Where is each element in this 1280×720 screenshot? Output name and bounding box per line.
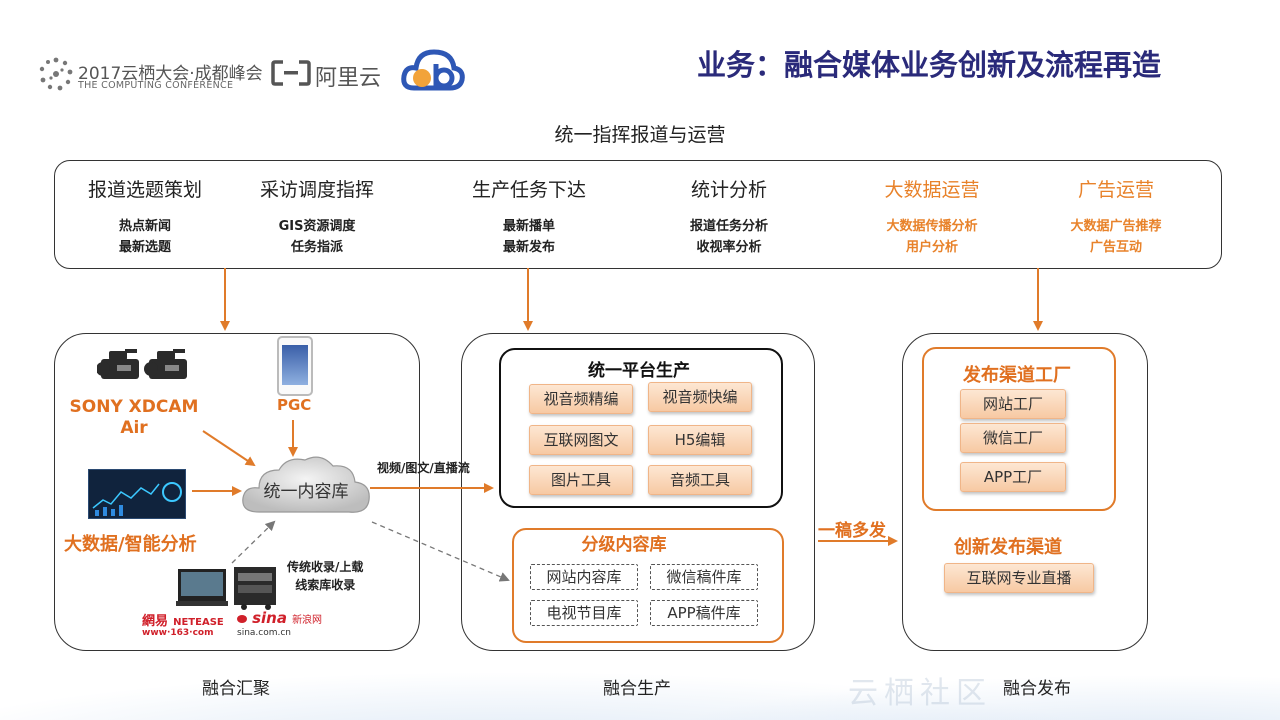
factory-title: 发布渠道工厂 bbox=[963, 365, 1071, 386]
column-title: 广告运营 bbox=[1077, 179, 1154, 201]
column-bigdata: 大数据运营 大数据传播分析 用户分析 bbox=[842, 175, 1022, 258]
conference-subtitle: THE COMPUTING CONFERENCE bbox=[78, 80, 234, 91]
column-line: 广告互动 bbox=[1089, 240, 1142, 255]
phone-screen bbox=[282, 345, 308, 385]
column-line: 大数据广告推荐 bbox=[1070, 219, 1162, 234]
bigdata-label: 大数据/智能分析 bbox=[64, 534, 197, 555]
dots-icon bbox=[39, 57, 73, 91]
column-line: 最新播单 bbox=[502, 219, 555, 234]
sina-url: sina.com.cn bbox=[237, 628, 292, 638]
brand-logo bbox=[400, 44, 466, 98]
conference-logo bbox=[38, 56, 74, 92]
column-title: 报道选题策划 bbox=[87, 179, 202, 201]
aggregation-footer: 融合汇聚 bbox=[202, 679, 270, 699]
multi-publish-label: 一稿多发 bbox=[818, 521, 886, 541]
library-item: APP稿件库 bbox=[650, 600, 758, 626]
column-line: 任务指派 bbox=[290, 240, 343, 255]
library-item: 电视节目库 bbox=[530, 600, 638, 626]
column-title: 统计分析 bbox=[690, 179, 767, 201]
library-item: 微信稿件库 bbox=[650, 564, 758, 590]
cloud-brand-icon bbox=[401, 49, 465, 91]
cloud-label: 统一内容库 bbox=[263, 482, 349, 502]
platform-item: 音频工具 bbox=[648, 465, 752, 495]
sony-line: Air bbox=[120, 418, 148, 438]
column-line: 用户分析 bbox=[905, 240, 958, 255]
netease-en: NETEASE bbox=[173, 617, 224, 628]
factory-item: APP工厂 bbox=[960, 462, 1066, 492]
sina-logo: sina 新浪网 sina.com.cn bbox=[237, 609, 323, 639]
arrow-sony-to-cloud bbox=[202, 430, 256, 467]
column-production: 生产任务下达 最新播单 最新发布 bbox=[439, 175, 619, 258]
column-statistics: 统计分析 报道任务分析 收视率分析 bbox=[639, 175, 819, 258]
command-panel: 报道选题策划 热点新闻 最新选题 采访调度指挥 GIS资源调度 任务指派 生产任… bbox=[54, 160, 1222, 269]
publishing-footer: 融合发布 bbox=[1003, 679, 1071, 699]
column-title: 采访调度指挥 bbox=[259, 179, 374, 201]
sina-eye-icon bbox=[237, 615, 247, 623]
column-line: 最新选题 bbox=[118, 240, 171, 255]
column-line: 收视率分析 bbox=[696, 240, 762, 255]
video-camera-icon bbox=[96, 349, 187, 379]
flow-label: 视频/图文/直播流 bbox=[377, 461, 470, 475]
cloud-icon bbox=[242, 456, 370, 513]
platform-item: 图片工具 bbox=[529, 465, 633, 495]
page-title: 业务：融合媒体业务创新及流程再造 bbox=[697, 48, 1162, 82]
netease-cn: 網易 bbox=[142, 614, 169, 629]
factory-item: 网站工厂 bbox=[960, 389, 1066, 419]
innovation-item: 互联网专业直播 bbox=[944, 563, 1094, 593]
equipment-icon bbox=[176, 567, 276, 610]
platform-item: 视音频快编 bbox=[648, 382, 752, 412]
production-footer: 融合生产 bbox=[603, 679, 671, 699]
column-line: 最新发布 bbox=[502, 240, 555, 255]
traditional-label: 传统收录/上载 线索库收录 bbox=[287, 558, 363, 594]
sony-line: SONY XDCAM bbox=[69, 397, 199, 417]
factory-item: 微信工厂 bbox=[960, 423, 1066, 453]
aliyun-logo bbox=[271, 59, 311, 91]
platform-title: 统一平台生产 bbox=[588, 361, 690, 381]
content-cloud: 统一内容库 bbox=[237, 450, 375, 526]
command-title: 统一指挥报道与运营 bbox=[554, 124, 726, 146]
column-line: 热点新闻 bbox=[118, 219, 171, 234]
library-item: 网站内容库 bbox=[530, 564, 638, 590]
platform-item: 视音频精编 bbox=[529, 384, 633, 414]
column-line: 报道任务分析 bbox=[689, 219, 768, 234]
column-advertising: 广告运营 大数据广告推荐 广告互动 bbox=[1026, 175, 1206, 258]
platform-item: H5编辑 bbox=[648, 425, 752, 455]
broadcast-equipment bbox=[176, 563, 280, 615]
netease-url: www·163·com bbox=[142, 628, 214, 638]
arrow-traditional-to-cloud bbox=[231, 520, 276, 564]
aliyun-bracket-icon bbox=[271, 60, 311, 86]
traditional-line: 线索库收录 bbox=[295, 578, 356, 592]
column-title: 生产任务下达 bbox=[471, 179, 586, 201]
netease-logo: 網易 NETEASE www·163·com bbox=[142, 614, 224, 639]
traditional-line: 传统收录/上载 bbox=[287, 560, 364, 574]
sina-cn: 新浪网 bbox=[292, 615, 323, 626]
innovation-title: 创新发布渠道 bbox=[954, 537, 1062, 558]
pgc-label: PGC bbox=[277, 396, 312, 414]
column-planning: 报道选题策划 热点新闻 最新选题 bbox=[55, 175, 235, 258]
phone-image bbox=[277, 336, 313, 396]
platform-item: 互联网图文 bbox=[529, 425, 633, 455]
column-title: 大数据运营 bbox=[884, 179, 980, 201]
column-dispatch: 采访调度指挥 GIS资源调度 任务指派 bbox=[227, 175, 407, 258]
column-line: 大数据传播分析 bbox=[886, 219, 978, 234]
camera-icon bbox=[96, 345, 197, 389]
dashboard-image bbox=[88, 469, 186, 519]
sina-text: sina bbox=[252, 609, 287, 627]
aliyun-text: 阿里云 bbox=[315, 66, 382, 91]
sony-label: SONY XDCAM Air bbox=[64, 397, 204, 439]
arrow-cloud-to-library bbox=[371, 521, 510, 582]
library-title: 分级内容库 bbox=[581, 535, 667, 555]
column-line: GIS资源调度 bbox=[278, 219, 356, 234]
watermark: 云栖社区 bbox=[848, 676, 992, 711]
conference-name: 2017云栖大会·成都峰会 bbox=[78, 64, 263, 84]
chart-thumbnail-icon bbox=[92, 482, 182, 516]
